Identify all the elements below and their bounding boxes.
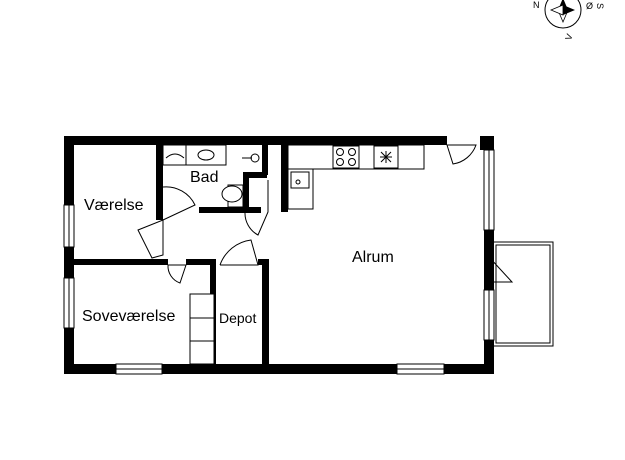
compass-label-s: S (595, 3, 605, 9)
interior-walls (74, 145, 288, 364)
room-label-sovevaerelse: Soveværelse (82, 308, 175, 325)
compass-label-o: Ø (586, 1, 593, 11)
bathroom-fixtures (162, 144, 260, 208)
room-label-vaerelse: Værelse (84, 197, 144, 214)
stair-steps (189, 293, 215, 365)
compass-label-n: N (533, 0, 540, 10)
windows (63, 149, 495, 375)
doors (137, 144, 514, 284)
outer-walls (64, 136, 494, 374)
kitchen-fixtures (287, 144, 425, 210)
room-label-depot: Depot (219, 310, 256, 326)
compass-label-v: V (563, 32, 574, 41)
balcony (492, 241, 554, 347)
room-label-alrum: Alrum (352, 249, 394, 266)
compass-icon: N Ø S V (533, 0, 605, 42)
room-label-bad: Bad (190, 169, 218, 186)
